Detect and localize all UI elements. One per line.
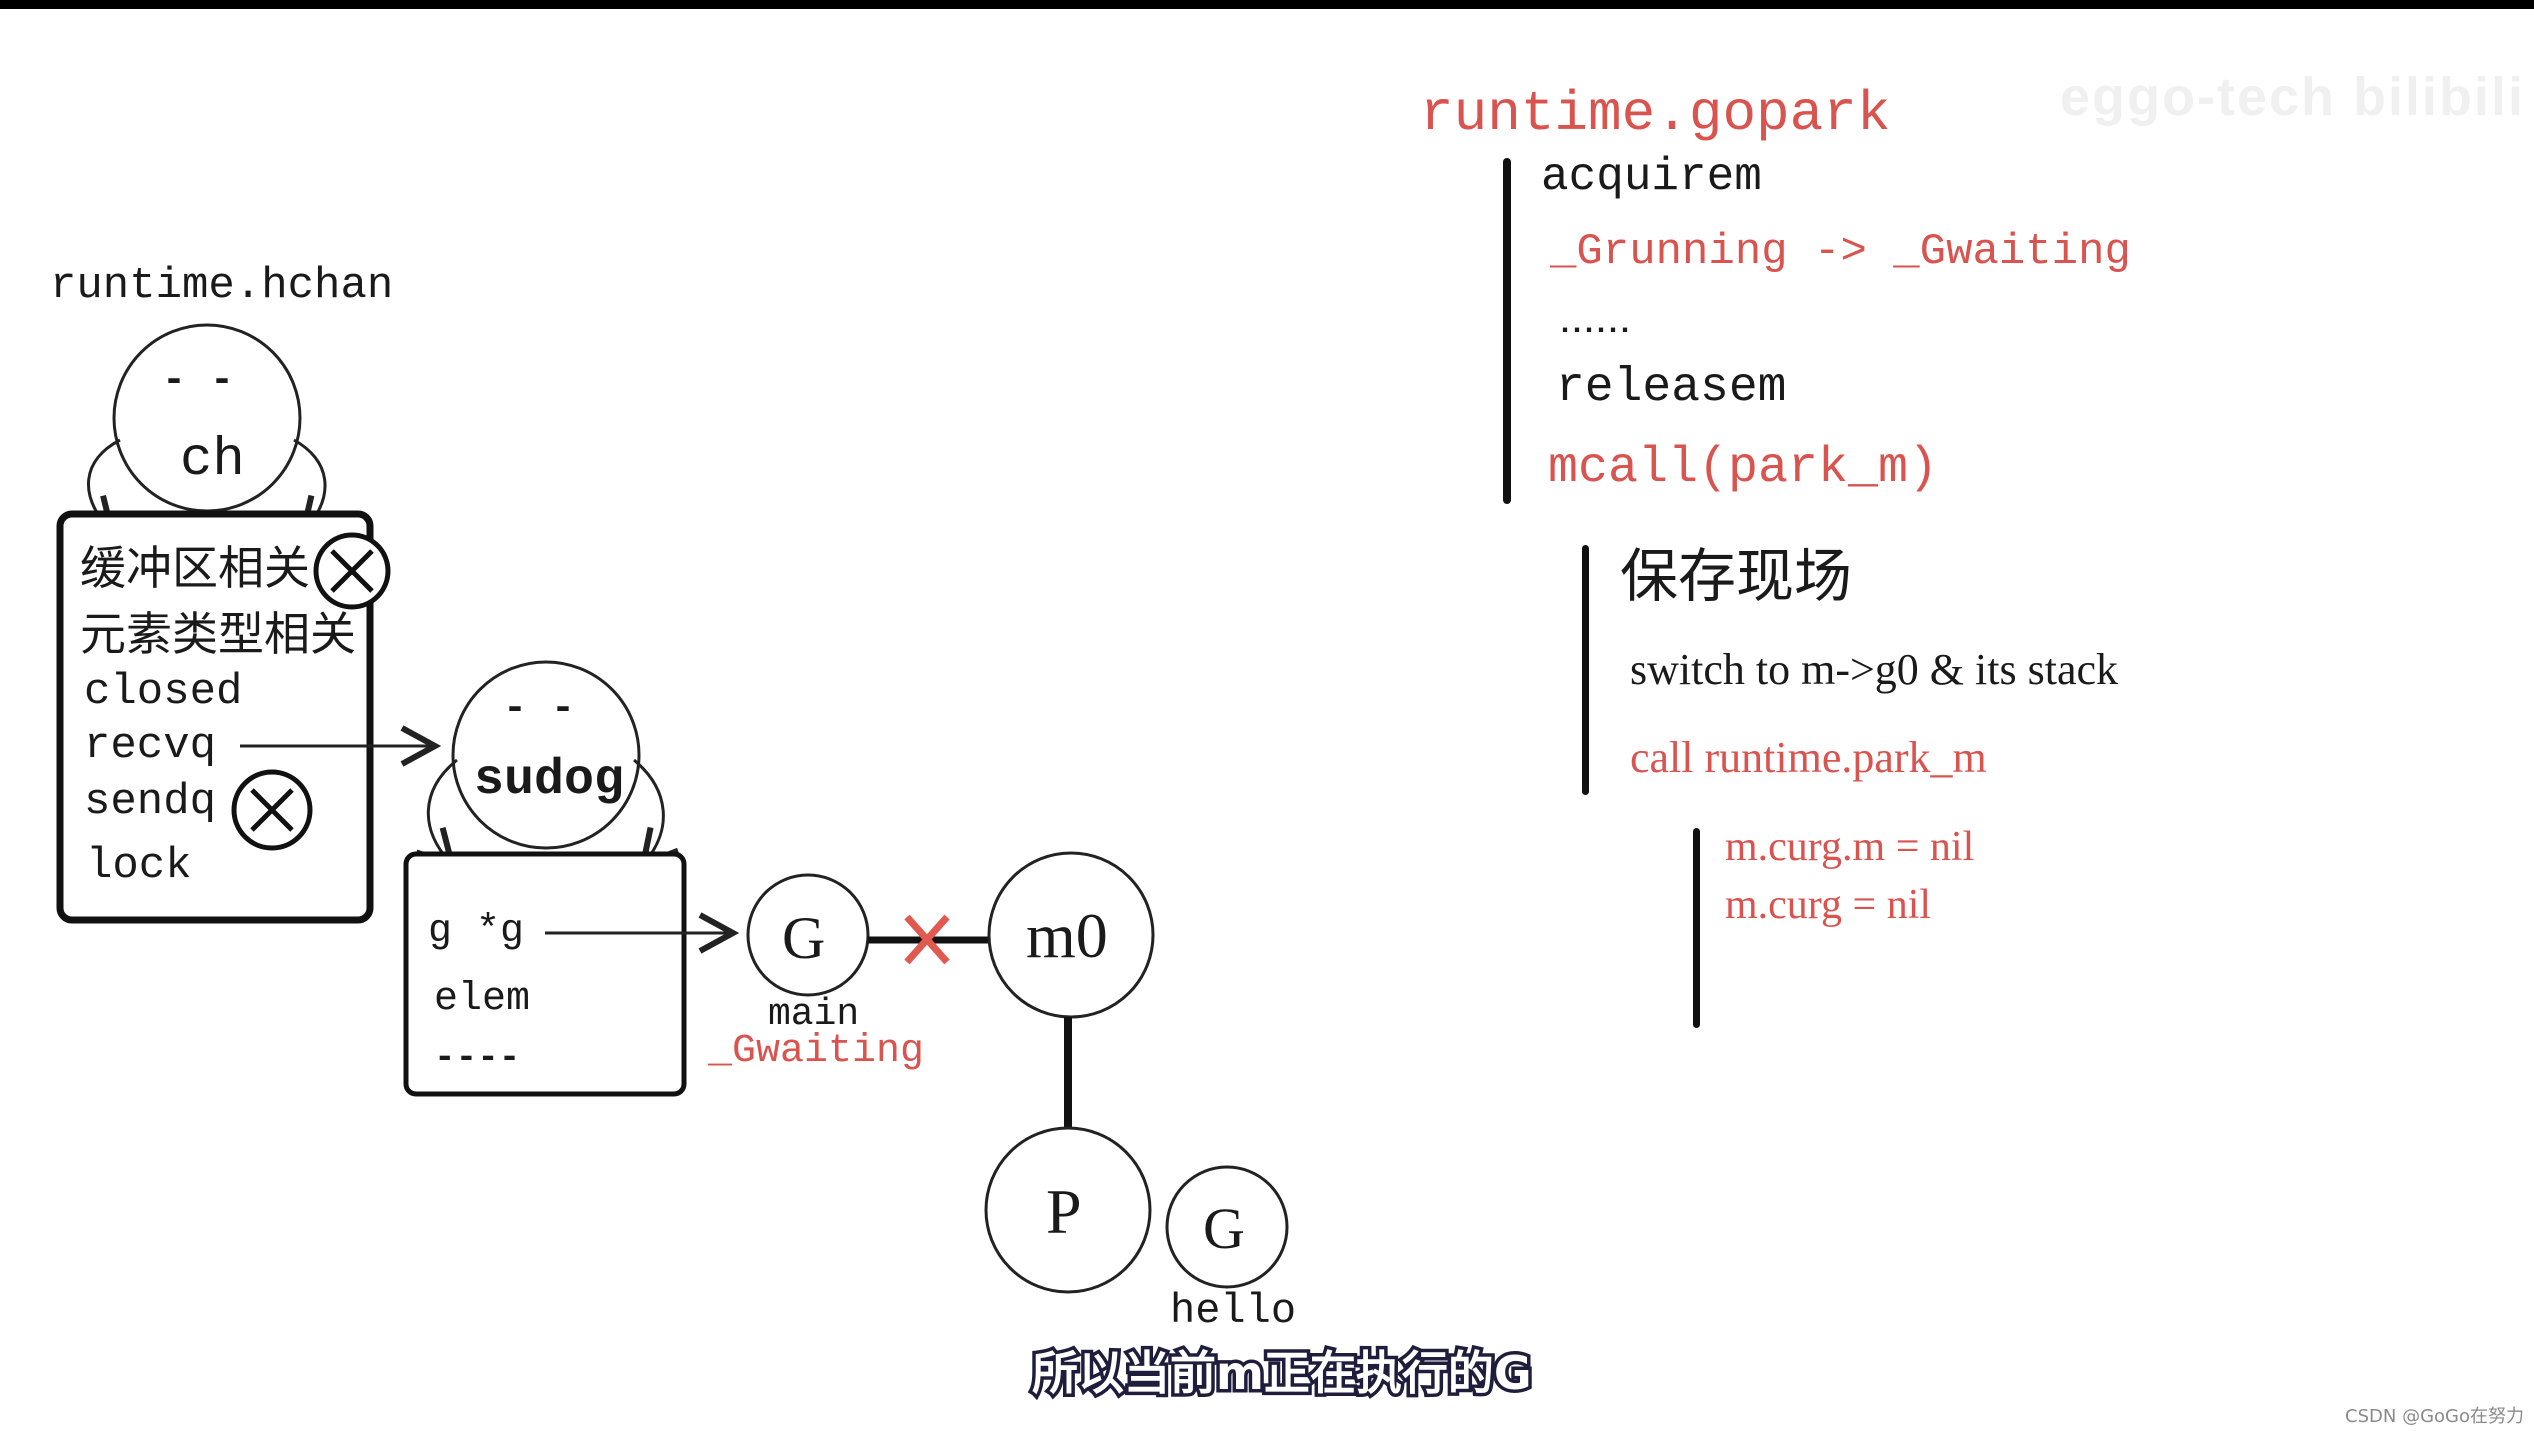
g-main-label: G: [782, 905, 826, 971]
bilibili-watermark: eggo-tech bilibili: [2060, 67, 2525, 127]
m0-label: m0: [1026, 900, 1108, 971]
gopark-step-acquirem: acquirem: [1541, 151, 1762, 203]
hchan-field-buffer: 缓冲区相关: [80, 543, 310, 594]
video-subtitle: 所以当前m正在执行的G: [1029, 1346, 1536, 1400]
sudog-right-arm: [633, 758, 663, 862]
gopark-title: runtime.gopark: [1420, 82, 1891, 146]
g-hello-circle: [1165, 1165, 1289, 1289]
g-hello-label: G: [1203, 1196, 1245, 1261]
gopark-bracket: [1503, 158, 1511, 504]
mcall-heading: 保存现场: [1620, 544, 1853, 609]
sudog-field-elem: elem: [434, 977, 531, 1022]
gopark-step-status: _Grunning -> _Gwaiting: [1550, 227, 2131, 277]
mcall-step-call: call runtime.park_m: [1630, 733, 1987, 782]
p-label: P: [1046, 1176, 1082, 1247]
park-m-line-1: m.curg.m = nil: [1725, 824, 1975, 870]
mcall-step-switch: switch to m->g0 & its stack: [1630, 645, 2118, 694]
gopark-step-mcall: mcall(park_m): [1548, 440, 1939, 497]
mcall-bracket: [1582, 545, 1589, 795]
g-main-circle: [746, 873, 870, 997]
buffer-cross-x: [330, 549, 374, 593]
hchan-field-sendq: sendq: [84, 777, 217, 827]
sudog-field-more: ----: [434, 1037, 521, 1078]
hchan-field-lock: lock: [86, 841, 192, 891]
top-border: [0, 0, 2534, 9]
gopark-step-ellipsis: ......: [1556, 308, 1634, 342]
ch-eyes: - -: [162, 359, 235, 404]
csdn-credit: CSDN @GoGo在努力: [2345, 1406, 2524, 1427]
g-main-state: _Gwaiting: [708, 1029, 925, 1074]
park-m-bracket: [1693, 828, 1700, 1028]
sudog-box: [403, 851, 687, 1097]
sudog-left-arm: [428, 758, 458, 862]
sudog-name: sudog: [474, 752, 625, 809]
g-hello-name: hello: [1170, 1287, 1297, 1335]
gopark-step-releasem: releasem: [1556, 361, 1787, 415]
sudog-eyes: - -: [503, 687, 576, 732]
hchan-field-closed: closed: [84, 667, 243, 717]
ch-name: ch: [180, 430, 245, 491]
park-m-line-2: m.curg = nil: [1725, 882, 1932, 928]
p-circle: [984, 1126, 1152, 1294]
sendq-cross-x: [250, 788, 294, 832]
sudog-field-g: g *g: [428, 909, 525, 954]
sudog-head: [451, 660, 641, 850]
g-main-name: main: [768, 993, 860, 1036]
hchan-field-recvq: recvq: [84, 721, 217, 771]
hchan-title: runtime.hchan: [50, 261, 394, 311]
hchan-field-elemtype: 元素类型相关: [80, 609, 356, 660]
g-m0-broken-mark: [904, 914, 950, 965]
